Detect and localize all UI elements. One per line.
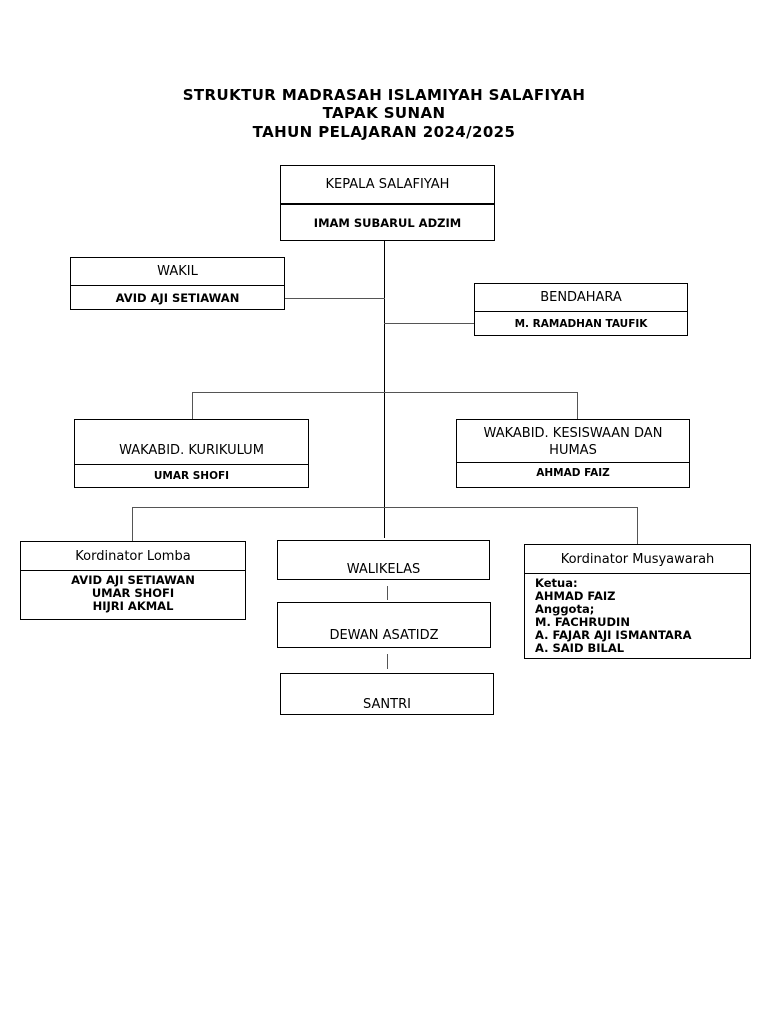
koordinator-bracket <box>132 507 638 508</box>
kurikulum-name: UMAR SHOFI <box>75 464 308 487</box>
lomba-drop <box>132 507 133 541</box>
dewan-role: DEWAN ASATIDZ <box>329 627 439 643</box>
lomba-member-2: UMAR SHOFI <box>91 586 175 600</box>
walikelas-dewan-connector <box>387 586 388 600</box>
lomba-box: Kordinator Lomba AVID AJI SETIAWAN UMAR … <box>20 541 246 620</box>
kurikulum-box: WAKABID. KURIKULUM UMAR SHOFI <box>74 419 309 488</box>
bendahara-role: BENDAHARA <box>540 290 622 305</box>
wakil-name: AVID AJI SETIAWAN <box>71 285 284 309</box>
kepala-name: IMAM SUBARUL ADZIM <box>281 203 494 240</box>
dewan-santri-connector <box>387 654 388 669</box>
walikelas-role: WALIKELAS <box>346 561 421 577</box>
wakil-box: WAKIL AVID AJI SETIAWAN <box>70 257 285 310</box>
santri-role: SANTRI <box>363 696 411 712</box>
musyawarah-line-1: Ketua: <box>535 576 578 590</box>
dewan-box: DEWAN ASATIDZ <box>277 602 491 648</box>
santri-box: SANTRI <box>280 673 494 715</box>
musyawarah-line-6: A. SAID BILAL <box>535 641 625 655</box>
musyawarah-role: Kordinator Musyawarah <box>560 551 715 567</box>
musyawarah-line-3: Anggota; <box>535 602 595 616</box>
kepala-role: KEPALA SALAFIYAH <box>325 177 450 192</box>
kesiswaan-role: WAKABID. KESISWAAN DAN HUMAS <box>457 422 689 462</box>
musyawarah-line-5: A. FAJAR AJI ISMANTARA <box>535 628 692 642</box>
kepala-box: KEPALA SALAFIYAH IMAM SUBARUL ADZIM <box>280 165 495 241</box>
kesiswaan-role-line-2: HUMAS <box>549 443 597 458</box>
kurikulum-drop <box>192 392 193 419</box>
musyawarah-members: Ketua: AHMAD FAIZ Anggota; M. FACHRUDIN … <box>525 573 750 658</box>
kesiswaan-drop <box>577 392 578 419</box>
kesiswaan-box: WAKABID. KESISWAAN DAN HUMAS AHMAD FAIZ <box>456 419 690 488</box>
chart-title-line-1: STRUKTUR MADRASAH ISLAMIYAH SALAFIYAH <box>182 86 586 104</box>
chart-title-line-2: TAPAK SUNAN <box>322 104 446 122</box>
kesiswaan-role-line-1: WAKABID. KESISWAAN DAN <box>483 426 663 441</box>
kesiswaan-name: AHMAD FAIZ <box>457 462 689 482</box>
musyawarah-drop <box>637 507 638 544</box>
kurikulum-role: WAKABID. KURIKULUM <box>119 442 264 458</box>
wakil-connector <box>284 298 385 299</box>
lomba-members: AVID AJI SETIAWAN UMAR SHOFI HIJRI AKMAL <box>21 570 245 618</box>
musyawarah-box: Kordinator Musyawarah Ketua: AHMAD FAIZ … <box>524 544 751 659</box>
lomba-member-3: HIJRI AKMAL <box>92 599 174 613</box>
wakil-role: WAKIL <box>157 264 198 279</box>
chart-title-line-3: TAHUN PELAJARAN 2024/2025 <box>252 123 516 141</box>
walikelas-box: WALIKELAS <box>277 540 490 580</box>
lomba-member-1: AVID AJI SETIAWAN <box>71 573 195 587</box>
musyawarah-line-2: AHMAD FAIZ <box>535 589 616 603</box>
bendahara-connector <box>384 323 474 324</box>
bendahara-box: BENDAHARA M. RAMADHAN TAUFIK <box>474 283 688 336</box>
bendahara-name: M. RAMADHAN TAUFIK <box>475 311 687 335</box>
lomba-role: Kordinator Lomba <box>75 548 191 564</box>
musyawarah-line-4: M. FACHRUDIN <box>535 615 630 629</box>
wakabid-bracket <box>192 392 578 393</box>
trunk-line <box>384 240 385 538</box>
